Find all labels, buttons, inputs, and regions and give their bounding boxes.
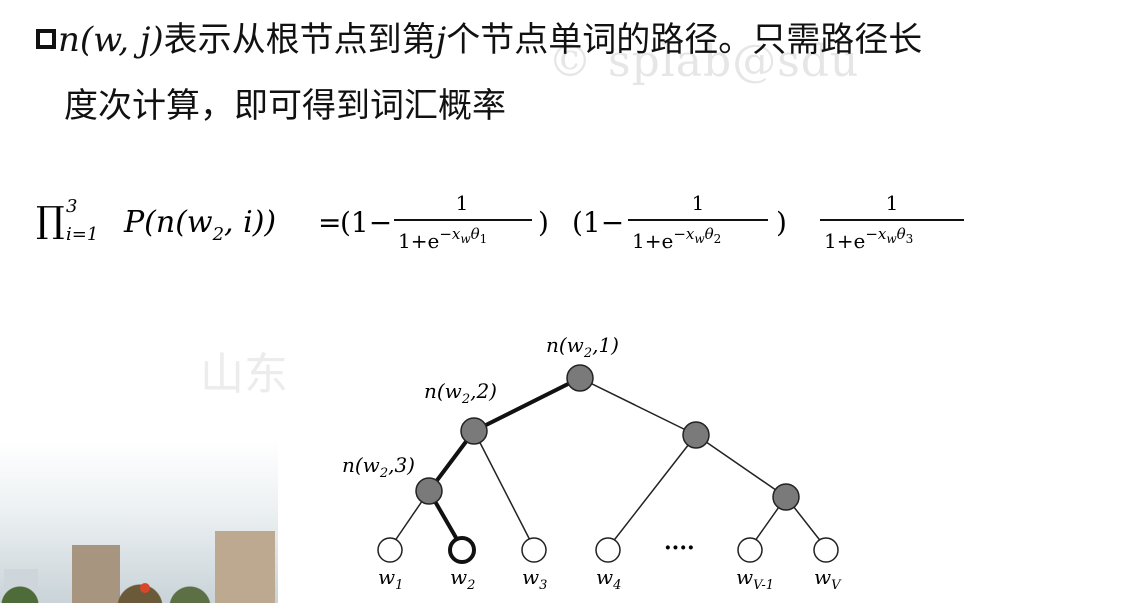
path-edge <box>473 376 581 433</box>
tree-node-root <box>566 364 594 392</box>
leaf-label: wV <box>814 565 842 593</box>
node-label-level2: n(w2,2) <box>424 379 497 407</box>
formula-lhs: P(n(w2, i)) <box>123 205 276 245</box>
close-paren-1: ) <box>538 206 549 239</box>
leaf-label: w3 <box>522 565 547 593</box>
tree-node <box>772 483 800 511</box>
product-upper-limit: 3 <box>66 196 77 217</box>
leaf-node <box>521 537 547 563</box>
tree-node <box>682 421 710 449</box>
tree-node-level2 <box>460 417 488 445</box>
trees-shape <box>0 577 278 603</box>
watermark-emblem-text: 山东 <box>200 349 288 400</box>
one-minus-2: (1− <box>572 206 624 239</box>
node-label-level3: n(w2,3) <box>342 453 415 481</box>
product-symbol: ∏ <box>36 200 65 241</box>
tree-edge <box>473 430 535 549</box>
denominator-2: 1+e−xwθ2 <box>632 225 721 253</box>
numerator-1: 1 <box>456 191 469 215</box>
square-bullet-icon <box>36 29 56 49</box>
probability-formula: ∏ 3 i=1 P(n(w2, i)) = (1− 1 1+e−xwθ1 ) (… <box>36 191 964 253</box>
denominator-1: 1+e−xwθ1 <box>398 225 487 253</box>
leaf-label: wV-1 <box>736 565 774 593</box>
product-lower-limit: i=1 <box>66 224 98 245</box>
math-n-w-j: n(w, j) <box>58 20 164 60</box>
numerator-3: 1 <box>886 191 899 215</box>
leaf-node <box>595 537 621 563</box>
leaf-node <box>813 537 839 563</box>
math-var-j: j <box>435 20 447 60</box>
denominator-3: 1+e−xwθ3 <box>824 225 913 253</box>
close-paren-2: ) <box>776 206 787 239</box>
campus-photo <box>0 440 278 603</box>
leaf-label: w4 <box>596 565 621 593</box>
leaf-node <box>737 537 763 563</box>
one-minus-1: (1− <box>340 206 392 239</box>
text-line-1: n(w, j)表示从根节点到第j个节点单词的路径。只需路径长 <box>36 14 922 66</box>
leaf-node <box>377 537 403 563</box>
decorative-dot <box>140 583 150 593</box>
watermark-text: © splab@sdu <box>548 36 860 87</box>
text-line-2: 度次计算，即可得到词汇概率 <box>64 86 506 126</box>
numerator-2: 1 <box>692 191 705 215</box>
text-segment: 表示从根节点到第 <box>163 20 436 60</box>
node-label-root: n(w2,1) <box>546 333 619 361</box>
leaf-ellipsis: ···· <box>664 535 695 561</box>
tree-node-level3 <box>415 477 443 505</box>
leaf-node-target <box>448 536 476 564</box>
leaf-label: w1 <box>378 565 403 593</box>
tree-edge <box>579 377 697 436</box>
text-segment: 个节点单词的路径。只需路径长 <box>446 20 923 60</box>
equals-sign: = <box>318 206 341 239</box>
tree-edge <box>607 434 697 549</box>
leaf-label: w2 <box>450 565 475 593</box>
tree-edge <box>695 434 787 498</box>
